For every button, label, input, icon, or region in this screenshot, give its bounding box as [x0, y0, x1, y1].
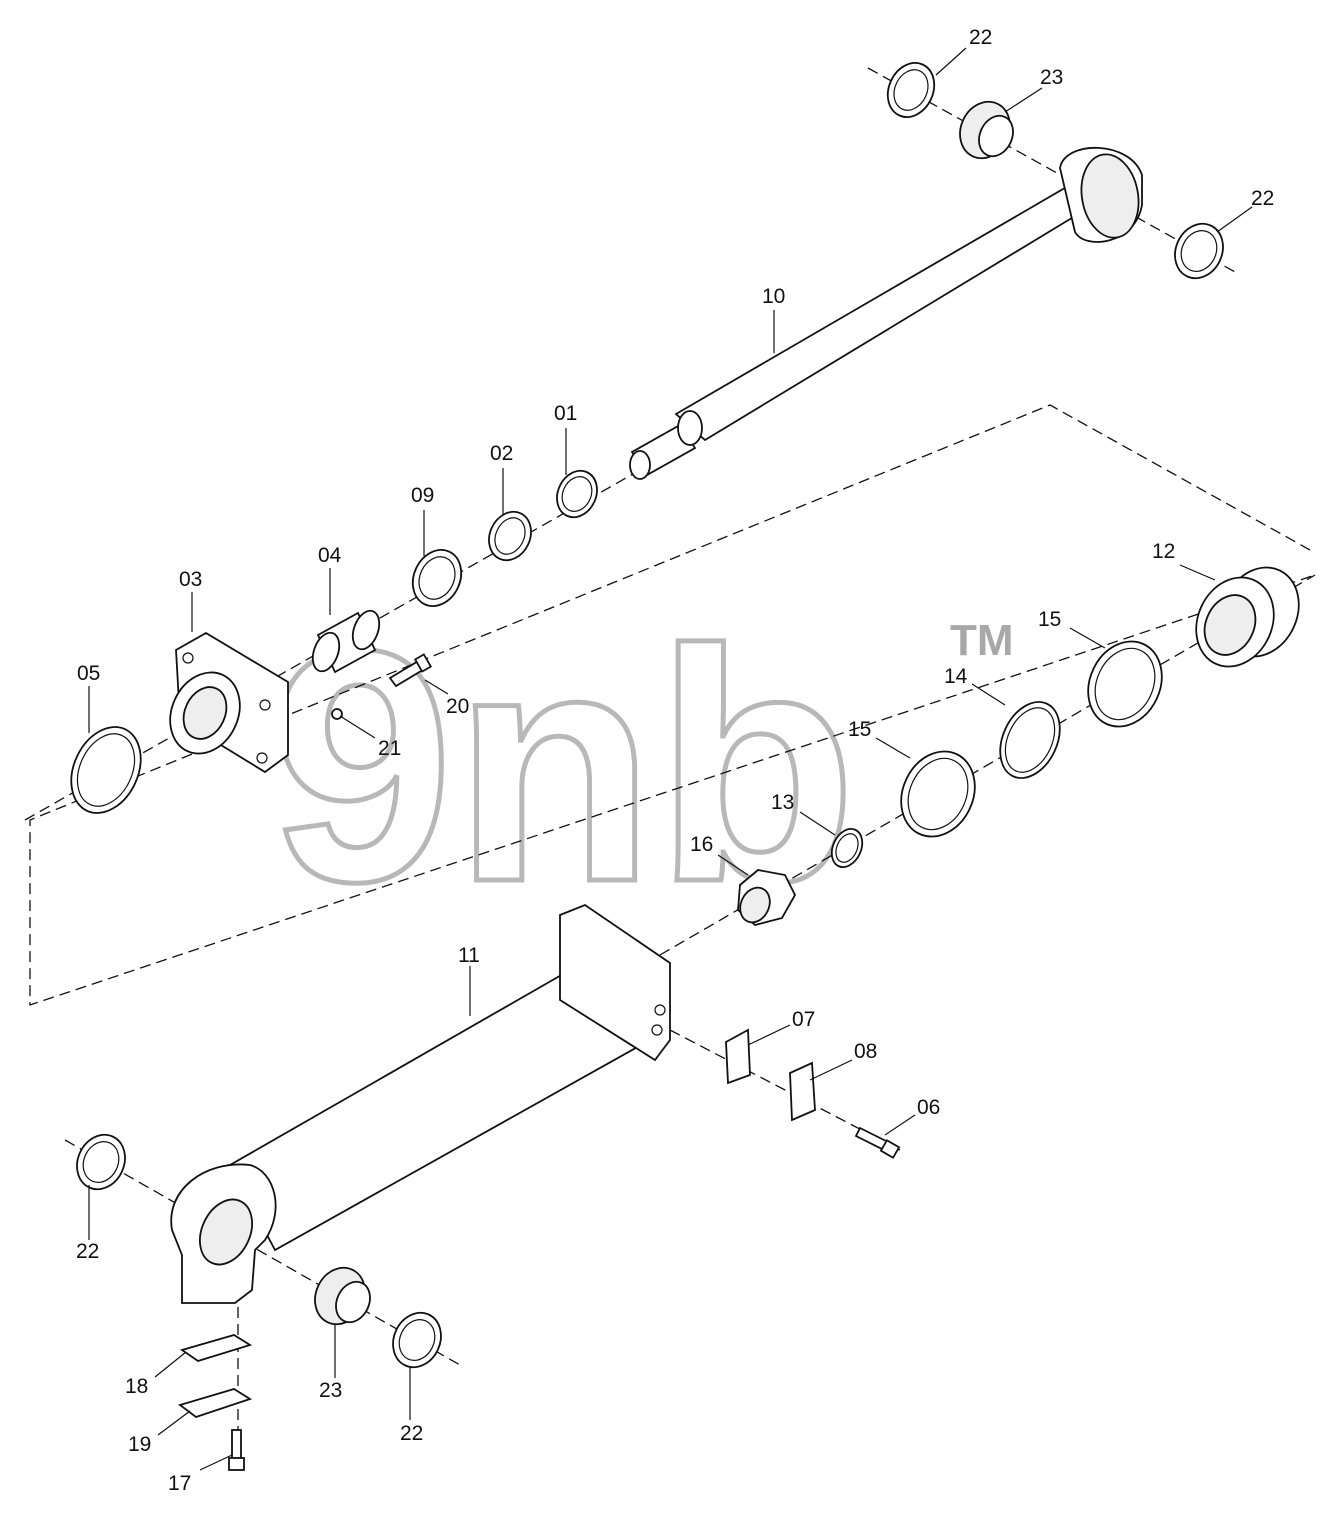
plate-07	[725, 1028, 751, 1085]
wear-ring-15-right	[1087, 640, 1163, 728]
oring-05	[70, 726, 142, 814]
seal-02	[488, 510, 532, 562]
label-10: 10	[762, 285, 785, 308]
label-04: 04	[318, 544, 342, 567]
watermark: 9nb TM	[268, 579, 1014, 953]
bushing-04	[311, 609, 381, 674]
label-22-right: 22	[1251, 187, 1274, 210]
ring-22-bottom-right	[392, 1311, 442, 1369]
label-17: 17	[168, 1472, 191, 1495]
label-03: 03	[179, 568, 202, 591]
nut-16	[737, 869, 797, 926]
wear-ring-15-left	[900, 750, 976, 838]
assembly-outline	[29, 404, 1316, 1006]
label-23-bottom: 23	[319, 1379, 342, 1402]
bushing-23-top	[959, 100, 1014, 160]
plate-18	[179, 1334, 253, 1362]
nut-21	[331, 708, 343, 720]
piston-rod	[629, 146, 1143, 480]
cylinder-tube-11	[170, 903, 671, 1304]
label-23-top: 23	[1040, 66, 1063, 89]
label-21: 21	[378, 737, 401, 760]
seal-01	[556, 469, 598, 519]
label-12: 12	[1152, 540, 1175, 563]
label-22-bottom-left: 22	[76, 1240, 99, 1263]
part-labels: 22 23 22 10 01 02 09 04 03 05 20 21 12 1…	[76, 26, 1274, 1495]
label-13: 13	[771, 791, 794, 814]
label-14: 14	[944, 665, 968, 688]
label-16: 16	[690, 833, 713, 856]
label-06: 06	[917, 1096, 940, 1119]
bushing-23-bottom	[314, 1266, 371, 1326]
label-15-right: 15	[1038, 608, 1061, 631]
cylinder-eye-axis	[64, 1139, 461, 1366]
label-11: 11	[458, 944, 480, 967]
plate-08	[789, 1061, 816, 1122]
ring-22-bottom-left	[76, 1133, 126, 1191]
label-18: 18	[125, 1375, 148, 1398]
label-08: 08	[854, 1040, 877, 1063]
leader-lines	[88, 47, 1253, 1471]
label-05: 05	[77, 662, 100, 685]
piston-12	[1195, 566, 1300, 668]
bolt-06	[854, 1126, 901, 1159]
watermark-trademark: TM	[950, 616, 1014, 665]
port-axis	[669, 1029, 901, 1151]
label-07: 07	[792, 1008, 815, 1031]
label-19: 19	[128, 1433, 151, 1456]
label-22-top: 22	[969, 26, 992, 49]
seal-14	[999, 701, 1061, 779]
label-02: 02	[490, 442, 513, 465]
bolt-20	[388, 653, 433, 688]
oring-13	[830, 828, 864, 868]
label-01: 01	[554, 402, 577, 425]
label-09: 09	[411, 484, 434, 507]
rod-cover-03	[169, 631, 289, 774]
label-20: 20	[446, 695, 469, 718]
seal-09	[411, 549, 463, 607]
label-22-bottom-right: 22	[400, 1422, 423, 1445]
plate-19	[178, 1388, 253, 1419]
bolt-17	[228, 1429, 245, 1471]
ring-22-top	[886, 62, 936, 118]
label-15-left: 15	[848, 718, 871, 741]
ring-22-right	[1174, 222, 1224, 280]
